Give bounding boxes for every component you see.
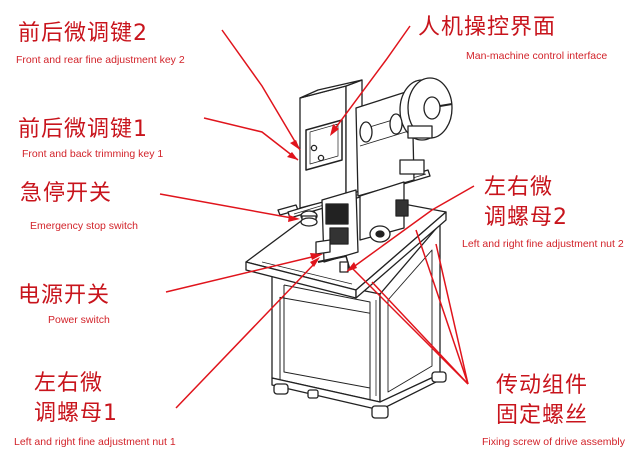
label-roll: [355, 77, 453, 197]
label-fine-key-2-zh: 前后微调键2: [18, 21, 148, 46]
label-drive-screw-zh-line2: 固定螺丝: [496, 403, 589, 428]
label-hmi-zh: 人机操控界面: [418, 15, 557, 40]
drive-assembly: [315, 181, 409, 273]
label-emergency-stop-zh: 急停开关: [20, 181, 113, 206]
upright-column: [299, 79, 363, 209]
label-nut-2-zh-line2: 调螺母2: [484, 205, 568, 230]
casters: [273, 371, 447, 419]
label-nut-1-en: Left and right fine adjustment nut 1: [14, 436, 176, 448]
label-drive-screw-zh-line1: 传动组件: [496, 373, 589, 398]
emergency-stop-button: [300, 210, 318, 227]
label-fine-key-1-zh: 前后微调键1: [18, 117, 148, 142]
label-power-switch-en: Power switch: [48, 314, 110, 326]
label-power-switch-zh: 电源开关: [18, 283, 111, 308]
label-emergency-stop-en: Emergency stop switch: [30, 220, 138, 232]
label-nut-1-zh-line2: 调螺母1: [34, 401, 118, 426]
leader-lines: [159, 25, 475, 409]
label-fine-key-2-en: Front and rear fine adjustment key 2: [16, 54, 185, 66]
label-hmi-en: Man-machine control interface: [466, 50, 608, 62]
label-nut-2-en: Left and right fine adjustment nut 2: [462, 238, 624, 250]
label-fine-key-1-en: Front and back trimming key 1: [22, 148, 164, 160]
label-nut-1-zh-line1: 左右微: [34, 371, 104, 396]
label-drive-screw-en: Fixing screw of drive assembly: [482, 436, 625, 448]
machine-line-art: [245, 77, 453, 419]
label-nut-2-zh-line1: 左右微: [484, 175, 554, 200]
